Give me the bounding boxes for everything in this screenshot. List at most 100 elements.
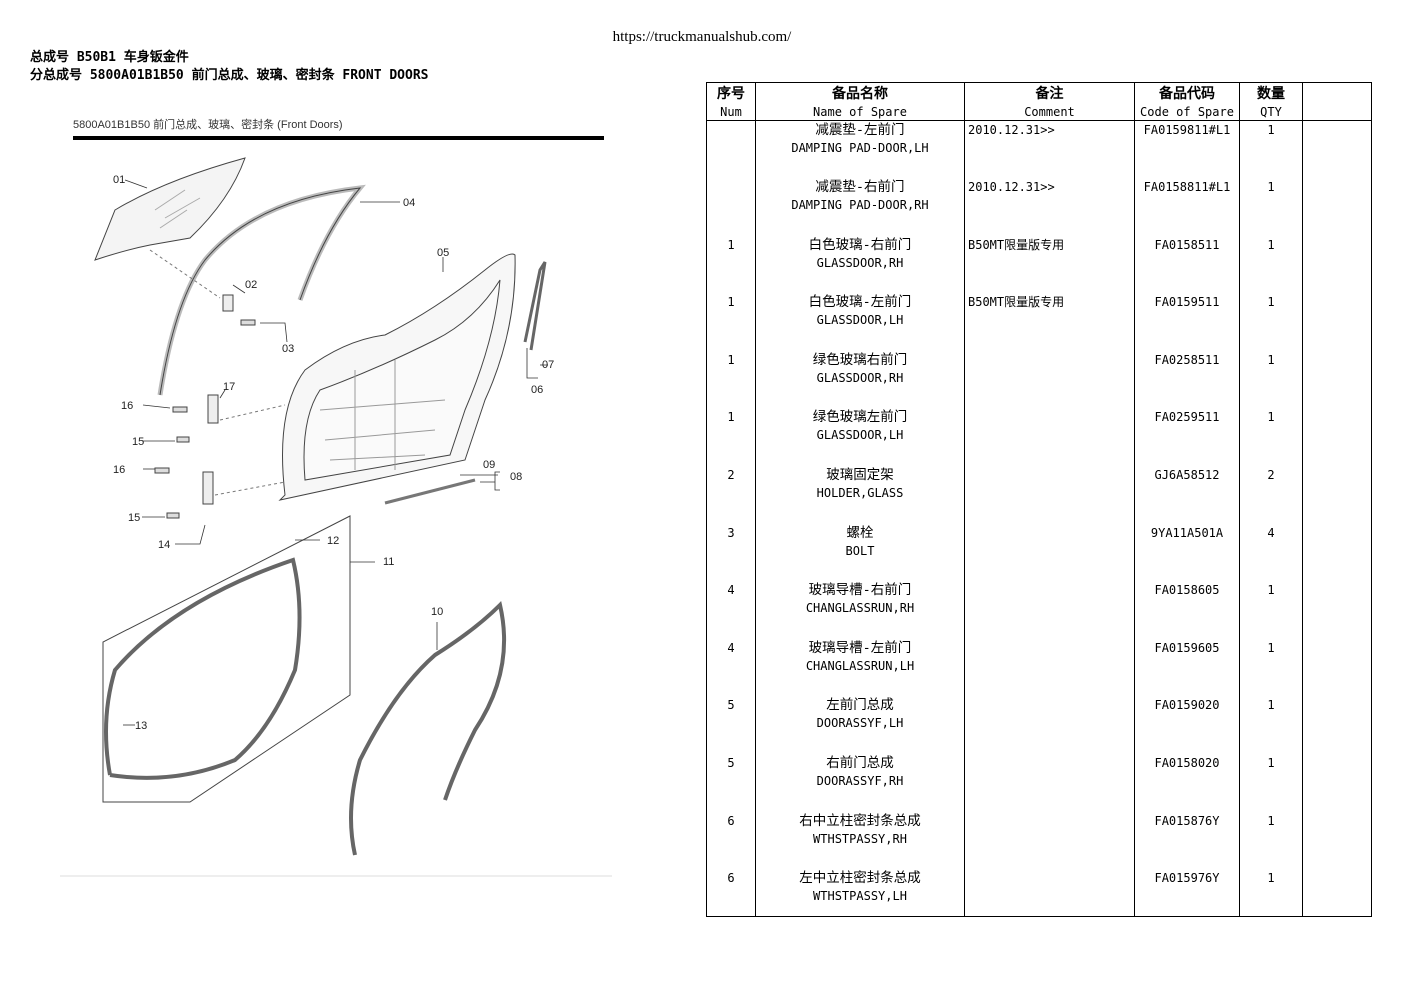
row-name-cn: 玻璃固定架 xyxy=(826,467,894,484)
row-name-cn: 绿色玻璃左前门 xyxy=(812,409,908,426)
row-qty: 1 xyxy=(1239,696,1303,755)
header-qty-en: QTY xyxy=(1239,103,1303,121)
upper-hinge-part xyxy=(207,394,219,424)
row-comment xyxy=(964,408,1135,467)
center-pillar-seal-part xyxy=(523,261,547,351)
table-header-en: Num Name of Spare Comment Code of Spare … xyxy=(706,103,1372,121)
row-blank xyxy=(1302,581,1372,639)
row-comment: 2010.12.31>> xyxy=(964,120,1135,179)
callout-17: 17 xyxy=(223,381,235,393)
row-qty: 1 xyxy=(1239,638,1303,697)
subassembly-title: 分总成号 5800A01B1B50 前门总成、玻璃、密封条 FRONT DOOR… xyxy=(30,68,429,83)
row-comment xyxy=(964,696,1135,755)
row-code: 9YA11A501A xyxy=(1134,523,1240,582)
door-seal-part xyxy=(102,515,351,803)
row-qty: 1 xyxy=(1239,811,1303,870)
parts-table: 序号 备品名称 备注 备品代码 数量 Num Name of Spare Com… xyxy=(706,82,1372,917)
callout-14: 14 xyxy=(158,539,170,551)
row-num: 5 xyxy=(706,696,756,755)
callout-08: 08 xyxy=(510,471,522,483)
row-code: FA015876Y xyxy=(1134,811,1240,870)
row-name-en: WTHSTPASSY,RH xyxy=(813,831,907,846)
row-blank xyxy=(1302,120,1372,179)
belt-strip-part xyxy=(384,478,476,505)
callout-13: 13 xyxy=(135,720,147,732)
row-code: FA0159605 xyxy=(1134,638,1240,697)
row-name-en: DOORASSYF,RH xyxy=(816,774,904,789)
callout-03: 03 xyxy=(282,343,294,355)
header-comment-cn: 备注 xyxy=(964,82,1135,103)
row-blank xyxy=(1302,754,1372,812)
row-num: 5 xyxy=(706,754,756,812)
row-comment xyxy=(964,638,1135,697)
row-blank xyxy=(1302,235,1372,294)
row-name-cn: 减震垫-左前门 xyxy=(815,122,905,138)
row-qty: 1 xyxy=(1239,869,1303,917)
row-num: 6 xyxy=(706,869,756,917)
row-name-cn: 绿色玻璃右前门 xyxy=(812,351,908,368)
row-code: FA0158811#L1 xyxy=(1134,178,1240,236)
row-name-cn: 左中立柱密封条总成 xyxy=(799,870,921,887)
row-code: FA0158511 xyxy=(1134,235,1240,294)
row-name-cn: 玻璃导槽-左前门 xyxy=(808,639,912,656)
row-blank xyxy=(1302,293,1372,351)
diagram-caption: 5800A01B1B50 前门总成、玻璃、密封条 (Front Doors) xyxy=(73,117,343,131)
row-name-en: GLASSDOOR,RH xyxy=(816,370,904,385)
row-qty: 1 xyxy=(1239,293,1303,351)
row-qty: 1 xyxy=(1239,350,1303,409)
row-name-en: CHANGLASSRUN,RH xyxy=(805,601,915,616)
row-name-en: DAMPING PAD-DOOR,RH xyxy=(791,198,929,213)
row-num: 4 xyxy=(706,638,756,697)
callout-04: 04 xyxy=(403,197,415,209)
row-comment: B50MT限量版专用 xyxy=(964,293,1135,351)
callout-07: 07 xyxy=(542,359,554,371)
row-comment: 2010.12.31>> xyxy=(964,178,1135,236)
row-comment xyxy=(964,350,1135,409)
row-num xyxy=(706,178,756,236)
row-comment xyxy=(964,466,1135,524)
row-name-en: DOORASSYF,LH xyxy=(816,716,904,731)
row-blank xyxy=(1302,696,1372,755)
row-comment: B50MT限量版专用 xyxy=(964,235,1135,294)
header-blank-en xyxy=(1302,103,1372,121)
row-name-en: CHANGLASSRUN,LH xyxy=(805,658,915,673)
row-code: FA0159811#L1 xyxy=(1134,120,1240,179)
row-name-cn: 白色玻璃-右前门 xyxy=(808,236,912,253)
row-name: 玻璃导槽-左前门 CHANGLASSRUN,LH xyxy=(755,638,965,697)
row-code: GJ6A58512 xyxy=(1134,466,1240,524)
row-blank xyxy=(1302,178,1372,236)
header-num-cn: 序号 xyxy=(706,82,756,103)
table-header-cn: 序号 备品名称 备注 备品代码 数量 xyxy=(706,82,1372,103)
header-comment-en: Comment xyxy=(964,103,1135,121)
row-name-en: HOLDER,GLASS xyxy=(816,486,904,501)
row-name-en: GLASSDOOR,RH xyxy=(816,255,904,270)
row-blank xyxy=(1302,869,1372,917)
row-name: 右中立柱密封条总成 WTHSTPASSY,RH xyxy=(755,811,965,870)
table-row: 1 白色玻璃-右前门 GLASSDOOR,RH B50MT限量版专用 FA0158… xyxy=(706,235,1372,294)
row-qty: 1 xyxy=(1239,178,1303,236)
row-comment xyxy=(964,581,1135,639)
row-blank xyxy=(1302,523,1372,582)
row-name-cn: 右中立柱密封条总成 xyxy=(799,812,921,829)
row-name: 绿色玻璃右前门 GLASSDOOR,RH xyxy=(755,350,965,409)
callout-15a: 15 xyxy=(132,436,144,448)
row-comment xyxy=(964,754,1135,812)
row-code: FA0259511 xyxy=(1134,408,1240,467)
row-code: FA0159511 xyxy=(1134,293,1240,351)
source-url[interactable]: https://truckmanualshub.com/ xyxy=(612,29,792,45)
row-blank xyxy=(1302,408,1372,467)
row-blank xyxy=(1302,350,1372,409)
header-blank xyxy=(1302,82,1372,103)
row-num: 1 xyxy=(706,235,756,294)
row-code: FA0158020 xyxy=(1134,754,1240,812)
